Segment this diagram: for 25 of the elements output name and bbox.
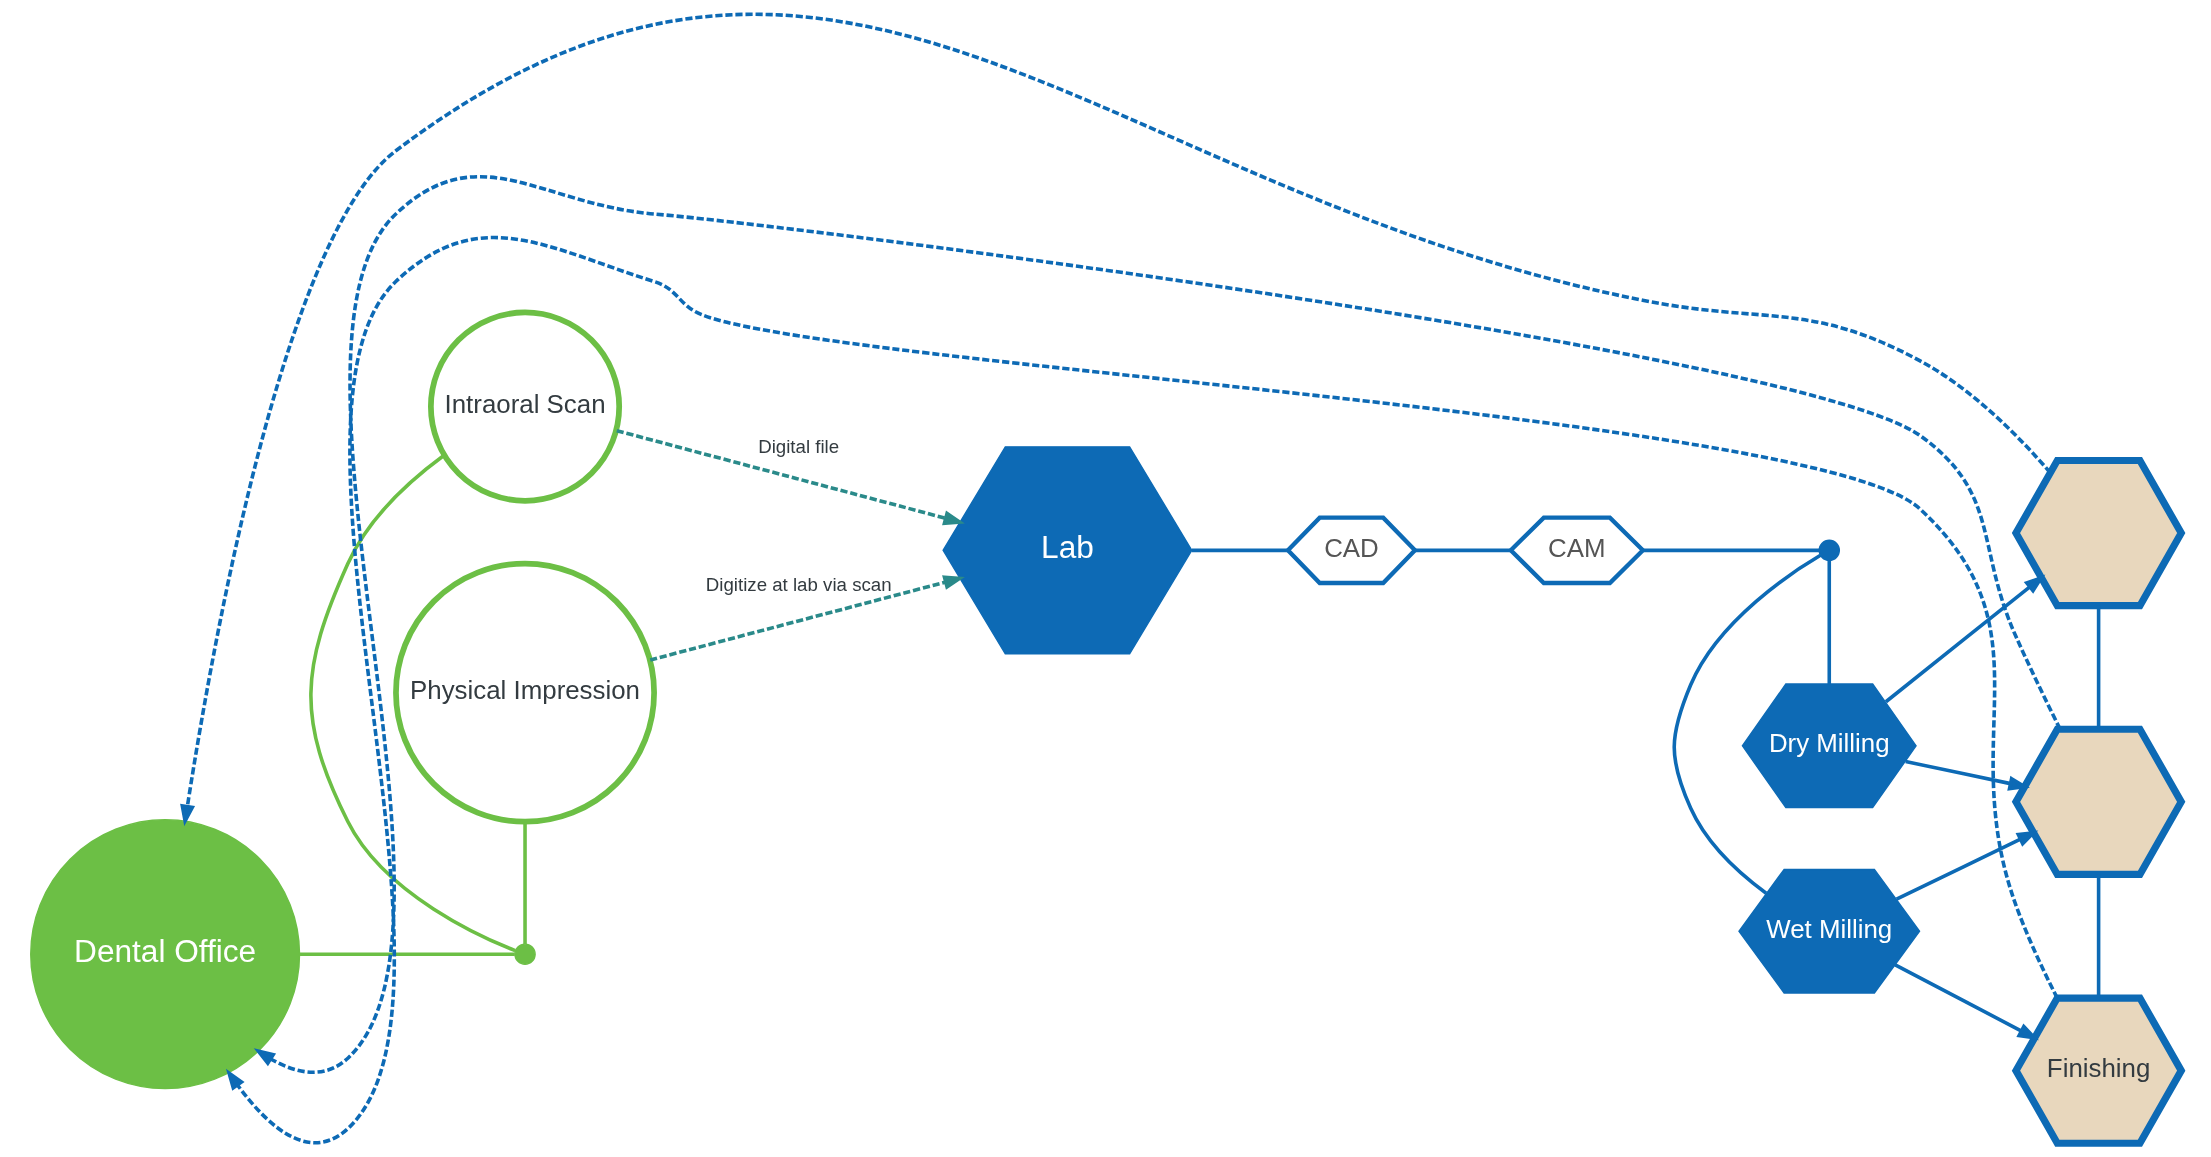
node-circle [513,943,536,965]
edge-label: Digital file [757,436,839,458]
arrow [615,428,965,526]
arrow [1904,759,2030,791]
arrow [1884,574,2045,704]
arrow [649,575,965,662]
node-picture [2011,725,2185,879]
edge-label: Digitize at lab via scan [705,574,892,596]
arrow [1895,830,2038,901]
node-picture [2011,456,2185,610]
node-circle: Intraoral Scan [427,309,622,504]
connector [1672,553,1821,895]
connector [308,454,516,953]
connector [1642,548,1819,553]
node-circle [1818,539,1840,562]
connector [522,822,527,944]
connector [1826,560,1831,684]
node-circle: Physical Impression [392,560,657,825]
connector [299,952,515,956]
arrow [1893,963,2039,1041]
arrow [179,14,2052,827]
connector [1414,548,1511,553]
arrow [225,236,2059,1145]
connector [1191,548,1288,553]
arrow [253,175,2062,1073]
